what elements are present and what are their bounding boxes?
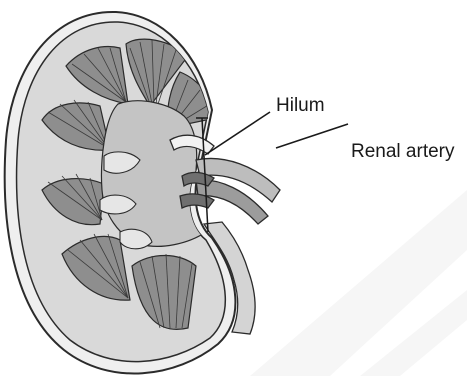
renal-artery-label: Renal artery	[351, 142, 455, 161]
hilum-leader-line	[205, 112, 270, 155]
hilum-label: Hilum	[276, 96, 325, 115]
background-haze	[250, 190, 467, 376]
renal-artery-leader-line	[276, 124, 348, 148]
